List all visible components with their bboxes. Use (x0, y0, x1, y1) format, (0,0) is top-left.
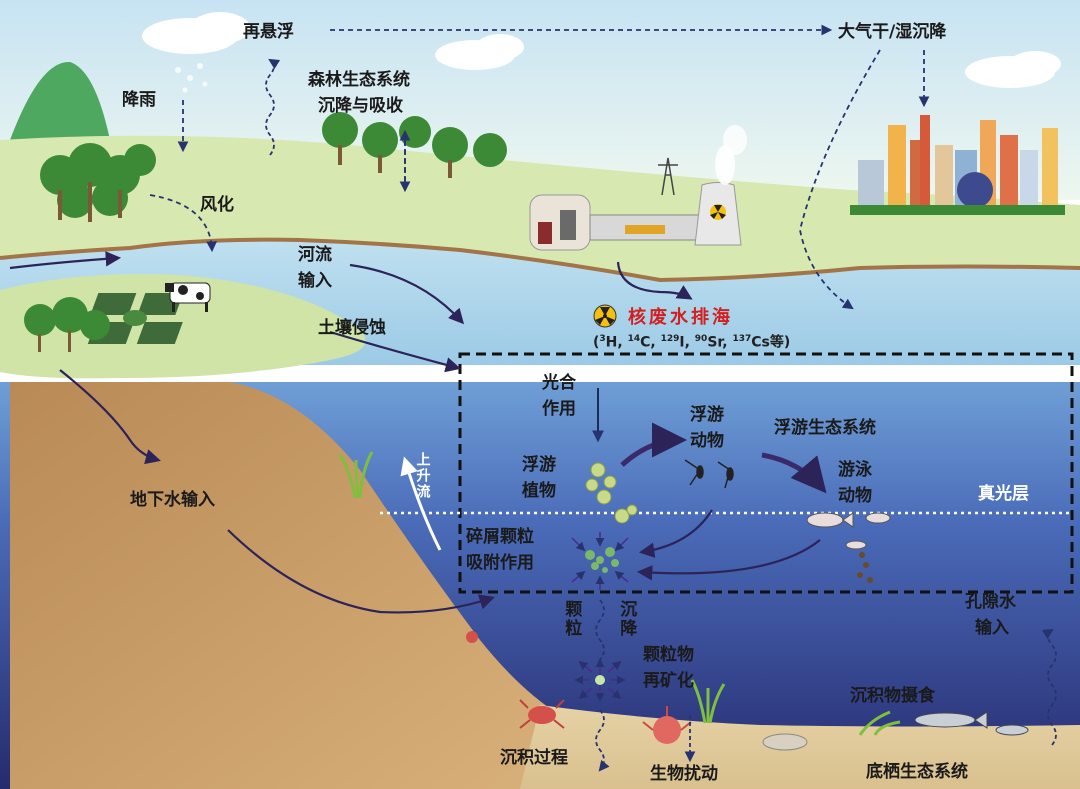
label-porewater-1: 孔隙水 (965, 592, 1016, 612)
radiation-icon (593, 304, 617, 328)
bush (123, 310, 147, 326)
clouds (142, 12, 1061, 88)
riverbank (0, 237, 1080, 283)
label-isotopes: (3H, 14C, 129I, 90Sr, 137Cs等) (593, 334, 791, 351)
label-forest-1: 森林生态系统 (308, 70, 410, 90)
arrow-phyto-to-zoo (620, 422, 687, 467)
seagrass (338, 451, 901, 736)
label-river-2: 输入 (298, 271, 332, 291)
label-particle: 颗粒 (561, 600, 582, 638)
label-soil-erosion: 土壤侵蚀 (318, 318, 386, 338)
arrow-zoo-to-nekton (761, 452, 827, 494)
label-settling: 沉降 (616, 600, 637, 638)
label-sedimentation: 沉积过程 (500, 748, 568, 768)
label-remineral-2: 再矿化 (643, 671, 694, 691)
detritus-arrows (571, 532, 629, 590)
label-remineral-1: 颗粒物 (643, 645, 694, 665)
trees (24, 112, 507, 352)
island (0, 274, 366, 379)
nuclear-plant (529, 125, 747, 251)
detritus-particles (585, 547, 619, 573)
label-zooplankton-2: 动物 (690, 431, 724, 451)
label-phytoplankton-1: 浮游 (522, 455, 556, 475)
label-atmospheric-deposition: 大气干/湿沉降 (838, 22, 947, 42)
label-detritus-2: 吸附作用 (466, 553, 534, 573)
process-arrows (9, 251, 821, 614)
label-nekton-2: 动物 (838, 486, 872, 506)
pylon (658, 157, 678, 196)
label-nuclear-discharge: 核废水排海 (628, 307, 733, 328)
upwelling-arrow (400, 456, 442, 551)
label-groundwater: 地下水输入 (130, 490, 215, 510)
city-skyline (850, 115, 1065, 215)
label-resuspension: 再悬浮 (243, 22, 294, 42)
label-phytoplankton-2: 植物 (522, 481, 556, 501)
mountain (10, 61, 110, 140)
label-porewater-2: 输入 (975, 618, 1009, 638)
rain-drops (175, 63, 208, 93)
label-sediment-feeding: 沉积物摄食 (850, 686, 935, 706)
remineral-particle (595, 675, 605, 685)
remineralization-arrows (574, 658, 626, 702)
fish-waste-pellets (857, 552, 873, 583)
label-photosynthesis-1: 光合 (542, 373, 576, 393)
dashed-arrows (149, 24, 930, 310)
label-euphotic-layer: 真光层 (978, 484, 1029, 504)
label-bioturbation: 生物扰动 (650, 764, 718, 784)
label-photosynthesis-2: 作用 (542, 399, 576, 419)
label-benthic-ecosystem: 底栖生态系统 (866, 762, 968, 782)
label-weathering: 风化 (200, 195, 234, 215)
phytoplankton (585, 462, 638, 524)
label-upwelling: 上升流 (414, 452, 431, 500)
seabed-slope (10, 382, 560, 789)
label-zooplankton-1: 浮游 (690, 405, 724, 425)
cow (165, 282, 211, 312)
label-rain: 降雨 (122, 90, 156, 110)
fish (806, 512, 1029, 736)
label-forest-2: 沉降与吸收 (318, 96, 403, 116)
wavy-lines (265, 58, 1057, 772)
label-pelagic-ecosystem: 浮游生态系统 (774, 418, 876, 438)
euphotic-zone-box (458, 352, 1074, 594)
benthic-organisms (466, 631, 808, 751)
zooplankton (684, 459, 734, 489)
label-detritus-1: 碎屑颗粒 (466, 527, 534, 547)
label-nekton-1: 游泳 (838, 460, 872, 480)
label-river-1: 河流 (298, 245, 332, 265)
